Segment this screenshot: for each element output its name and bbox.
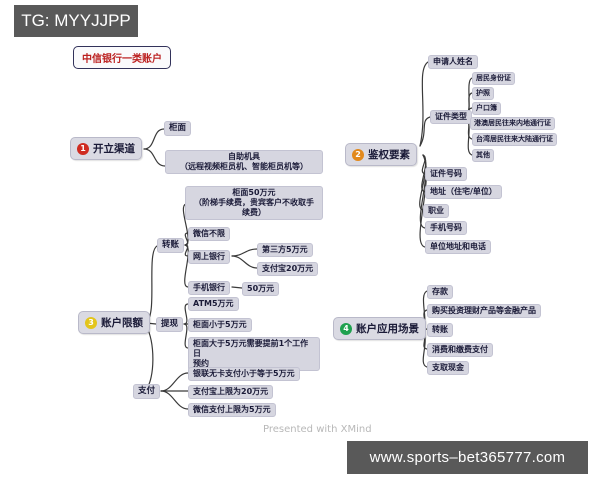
topic-account-limits: 3 账户限额 xyxy=(78,311,150,334)
node-id-household-register: 户口簿 xyxy=(472,102,501,115)
node-counter-500k-fees: 柜面50万元 （阶梯手续费，贵宾客户不收取手 续费） xyxy=(185,186,323,220)
node-id-number: 证件号码 xyxy=(425,167,467,181)
node-online-banking: 网上银行 xyxy=(188,250,230,264)
node-address: 地址（住宅/单位） xyxy=(425,185,502,199)
node-investment-products: 购买投资理财产品等金融产品 xyxy=(427,304,541,318)
node-id-taiwan-permit: 台湾居民往来大陆通行证 xyxy=(472,133,557,146)
topic2-label: 鉴权要素 xyxy=(368,149,410,161)
topic3-label: 账户限额 xyxy=(101,317,143,329)
node-id-hk-macau-permit: 港澳居民往来内地通行证 xyxy=(470,117,555,130)
node-atm-50k: ATM5万元 xyxy=(188,297,239,311)
node-transfer: 转账 xyxy=(157,238,185,253)
node-consumption-bill-payment: 消费和缴费支付 xyxy=(427,343,493,357)
xmind-watermark: Presented with XMind xyxy=(263,424,372,435)
node-pay: 支付 xyxy=(133,384,161,399)
node-counter-over-50k-appointment: 柜面大于5万元需要提前1个工作日 预约 xyxy=(188,337,320,371)
topic-account-use-scenarios: 4 账户应用场景 xyxy=(333,317,426,340)
node-transfer-scenario: 转账 xyxy=(427,323,453,337)
node-id-resident-card: 居民身份证 xyxy=(472,72,515,85)
site-url-banner[interactable]: www.sports–bet365777.com xyxy=(347,441,588,474)
node-alipay-cap-200k: 支付宝上限为20万元 xyxy=(188,385,274,399)
node-wechat-unlimited: 微信不限 xyxy=(188,227,230,241)
root-topic: 中信银行一类账户 xyxy=(73,46,171,69)
node-counter-under-50k: 柜面小于5万元 xyxy=(188,318,252,332)
topic4-label: 账户应用场景 xyxy=(356,323,419,335)
node-self-service-machines: 自助机具 （远程视频柜员机、智能柜员机等） xyxy=(165,150,323,174)
node-unionpay-cardless-50k: 银联无卡支付小于等于5万元 xyxy=(188,367,300,381)
topic1-number-badge: 1 xyxy=(77,142,89,155)
tg-banner: TG: MYYJJPP xyxy=(14,5,138,37)
topic-opening-channels: 1 开立渠道 xyxy=(70,137,142,160)
node-withdraw: 提现 xyxy=(156,317,184,332)
node-applicant-name: 申请人姓名 xyxy=(428,55,478,69)
node-id-other: 其他 xyxy=(472,149,494,162)
topic2-number-badge: 2 xyxy=(352,148,364,161)
node-third-party-50k: 第三方5万元 xyxy=(257,243,313,257)
node-mobile-banking: 手机银行 xyxy=(188,281,230,295)
node-mobile-500k: 50万元 xyxy=(242,282,280,296)
topic1-label: 开立渠道 xyxy=(93,143,135,155)
topic4-number-badge: 4 xyxy=(340,322,352,335)
node-occupation: 职业 xyxy=(423,204,449,218)
node-mobile-number: 手机号码 xyxy=(425,221,467,235)
node-id-type: 证件类型 xyxy=(430,110,472,124)
node-id-passport: 护照 xyxy=(472,87,494,100)
node-counter: 柜面 xyxy=(164,121,192,136)
node-work-address-phone: 单位地址和电话 xyxy=(425,240,491,254)
node-wechat-cap-50k: 微信支付上限为5万元 xyxy=(188,403,276,417)
topic3-number-badge: 3 xyxy=(85,316,97,329)
topic-authentication-elements: 2 鉴权要素 xyxy=(345,143,417,166)
node-cash-withdrawal: 支取现金 xyxy=(427,361,469,375)
node-alipay-200k: 支付宝20万元 xyxy=(257,262,319,276)
node-deposit: 存款 xyxy=(427,285,453,299)
